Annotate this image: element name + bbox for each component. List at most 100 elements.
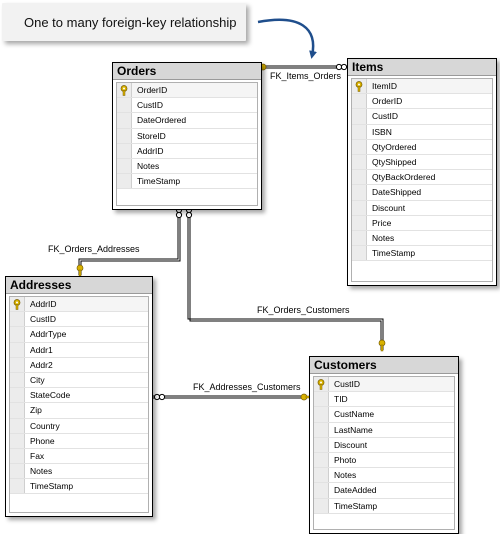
column-row[interactable]: Zip [10, 403, 148, 419]
row-selector[interactable] [10, 448, 25, 464]
column-row[interactable]: ItemID [352, 79, 492, 95]
row-selector[interactable] [10, 342, 25, 357]
column-row[interactable]: AddrType [10, 327, 148, 343]
row-selector[interactable] [352, 170, 367, 185]
column-row[interactable]: Price [352, 215, 492, 231]
row-selector[interactable] [314, 422, 329, 437]
row-selector[interactable] [10, 372, 25, 388]
column-row[interactable]: QtyBackOrdered [352, 170, 492, 186]
row-selector[interactable] [117, 113, 132, 128]
column-row[interactable]: DateShipped [352, 185, 492, 201]
column-row[interactable]: TimeStamp [314, 498, 454, 514]
row-selector[interactable] [352, 124, 367, 139]
row-selector[interactable] [314, 468, 329, 483]
column-row[interactable]: City [10, 372, 148, 389]
row-selector[interactable] [117, 174, 132, 189]
column-name: TimeStamp [137, 176, 181, 187]
row-selector[interactable] [352, 109, 367, 124]
column-row[interactable]: Addr2 [10, 357, 148, 373]
row-selector[interactable] [352, 139, 367, 154]
column-row[interactable]: OrderID [117, 83, 257, 99]
column-row[interactable]: CustID [117, 98, 257, 114]
column-row[interactable]: Photo [314, 452, 454, 469]
row-selector[interactable] [352, 230, 367, 246]
column-name: CustID [137, 100, 163, 111]
column-row[interactable]: DateAdded [314, 483, 454, 499]
column-row[interactable]: Notes [314, 468, 454, 484]
column-name: Discount [334, 439, 368, 450]
connector-fk-orders-customers [185, 206, 386, 352]
column-row[interactable]: TimeStamp [352, 246, 492, 262]
column-row[interactable]: Discount [314, 437, 454, 453]
row-selector[interactable] [314, 498, 329, 513]
column-name: TID [334, 394, 348, 405]
row-selector[interactable] [10, 312, 25, 327]
relationship-label-fk-orders-addresses: FK_Orders_Addresses [48, 244, 140, 254]
row-selector[interactable] [352, 94, 367, 109]
column-row[interactable]: Discount [352, 200, 492, 216]
row-selector[interactable] [314, 407, 329, 422]
row-selector[interactable] [10, 433, 25, 448]
row-selector[interactable] [117, 128, 132, 143]
row-selector[interactable] [117, 98, 132, 113]
column-row[interactable]: Phone [10, 433, 148, 449]
row-selector[interactable] [117, 143, 132, 158]
row-selector[interactable] [10, 418, 25, 433]
row-selector[interactable] [352, 215, 367, 230]
column-row[interactable]: CustID [352, 109, 492, 125]
column-row[interactable]: Notes [117, 158, 257, 175]
column-row[interactable]: DateOrdered [117, 113, 257, 129]
callout-banner: One to many foreign-key relationship [2, 3, 246, 41]
column-row[interactable]: QtyShipped [352, 154, 492, 171]
column-row[interactable]: ISBN [352, 124, 492, 140]
row-selector[interactable] [10, 327, 25, 342]
row-selector[interactable] [314, 483, 329, 498]
column-row[interactable]: Notes [10, 464, 148, 480]
column-name: Phone [30, 435, 55, 446]
column-row[interactable]: Fax [10, 448, 148, 465]
column-row[interactable]: TID [314, 392, 454, 408]
column-row[interactable]: Addr1 [10, 342, 148, 358]
column-row[interactable]: TimeStamp [10, 479, 148, 495]
row-selector[interactable] [117, 158, 132, 174]
column-row[interactable]: AddrID [10, 297, 148, 313]
row-selector[interactable] [10, 464, 25, 479]
row-selector[interactable] [10, 388, 25, 403]
column-row[interactable]: OrderID [352, 94, 492, 110]
row-selector[interactable] [352, 246, 367, 261]
row-selector[interactable] [10, 403, 25, 418]
column-name: Notes [334, 470, 357, 481]
connector-fk-orders-addresses [76, 206, 183, 277]
callout-arrow [257, 18, 317, 59]
column-row[interactable]: CustID [10, 312, 148, 328]
column-row[interactable]: TimeStamp [117, 174, 257, 190]
column-row[interactable]: Country [10, 418, 148, 434]
row-selector[interactable] [352, 185, 367, 200]
row-selector[interactable] [314, 452, 329, 468]
column-row[interactable]: QtyOrdered [352, 139, 492, 155]
row-selector[interactable] [352, 200, 367, 215]
column-row[interactable]: CustName [314, 407, 454, 423]
column-name: QtyOrdered [372, 141, 417, 152]
row-selector[interactable] [314, 437, 329, 452]
column-name: Price [372, 217, 392, 228]
column-row[interactable]: CustID [314, 377, 454, 393]
column-name: City [30, 374, 45, 385]
row-selector[interactable] [10, 479, 25, 494]
row-selector[interactable] [352, 154, 367, 170]
many-end-icon [153, 393, 166, 401]
row-selector[interactable] [314, 392, 329, 407]
column-row[interactable]: LastName [314, 422, 454, 438]
column-name: Notes [30, 466, 53, 477]
column-row[interactable]: AddrID [117, 143, 257, 159]
column-row[interactable]: Notes [352, 230, 492, 247]
row-selector[interactable] [10, 357, 25, 372]
column-row[interactable]: StateCode [10, 388, 148, 404]
column-row[interactable]: StoreID [117, 128, 257, 144]
